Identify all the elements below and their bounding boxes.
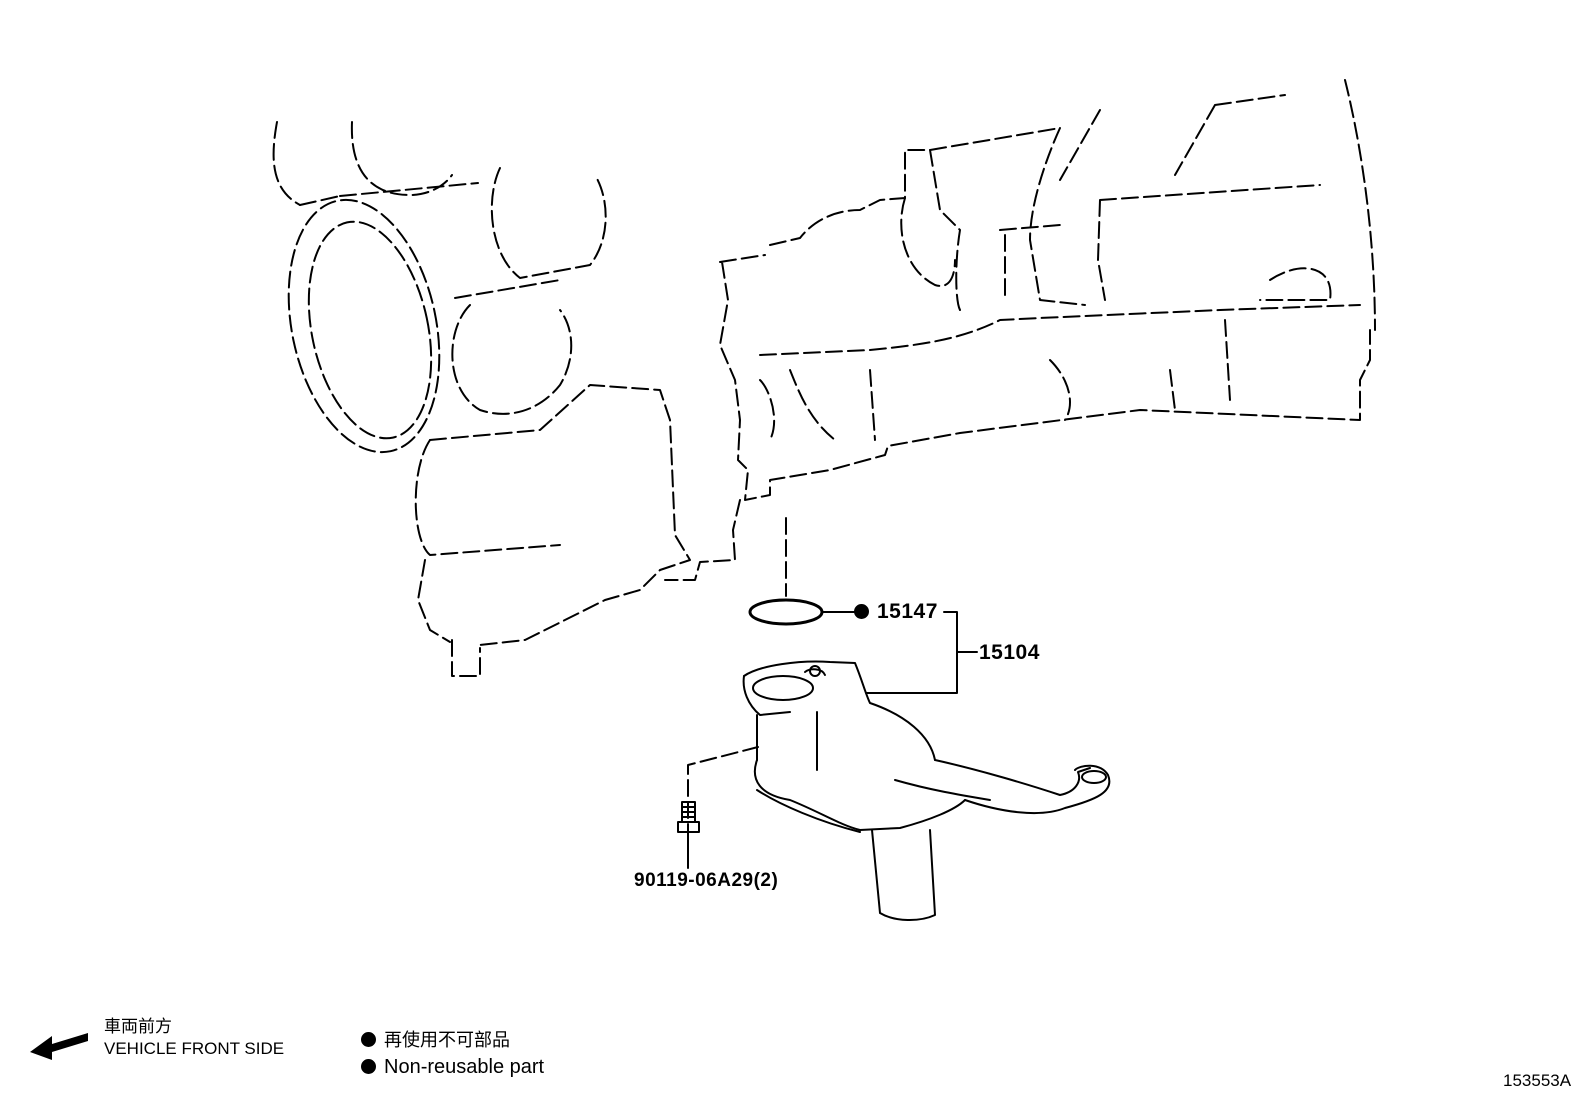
non-reusable-dot-icon <box>854 604 869 619</box>
non-reusable-dot-icon <box>361 1032 376 1047</box>
figure-id: 153553A <box>1503 1071 1572 1090</box>
part-number-strainer: 15104 <box>979 641 1040 664</box>
legend-front-jp: 車両前方 <box>104 1017 172 1036</box>
oring-gasket <box>748 598 824 626</box>
group-bracket <box>865 611 978 694</box>
part-number-oring: 15147 <box>877 600 938 623</box>
engine-block-outline <box>272 79 1376 677</box>
legend-nonreuse-jp: 再使用不可部品 <box>361 1031 510 1049</box>
non-reusable-dot-icon <box>361 1059 376 1074</box>
front-arrow-icon <box>30 1033 88 1060</box>
bolt <box>677 746 759 869</box>
legend-nonreuse-jp-text: 再使用不可部品 <box>384 1030 510 1050</box>
oil-strainer <box>742 660 1111 921</box>
legend-front-en: VEHICLE FRONT SIDE <box>104 1039 285 1058</box>
legend-nonreuse-en: Non-reusable part <box>361 1057 544 1077</box>
part-number-bolt: 90119-06A29(2) <box>634 870 779 891</box>
legend-nonreuse-en-text: Non-reusable part <box>384 1056 545 1078</box>
label-oring: 15147 <box>854 601 938 622</box>
